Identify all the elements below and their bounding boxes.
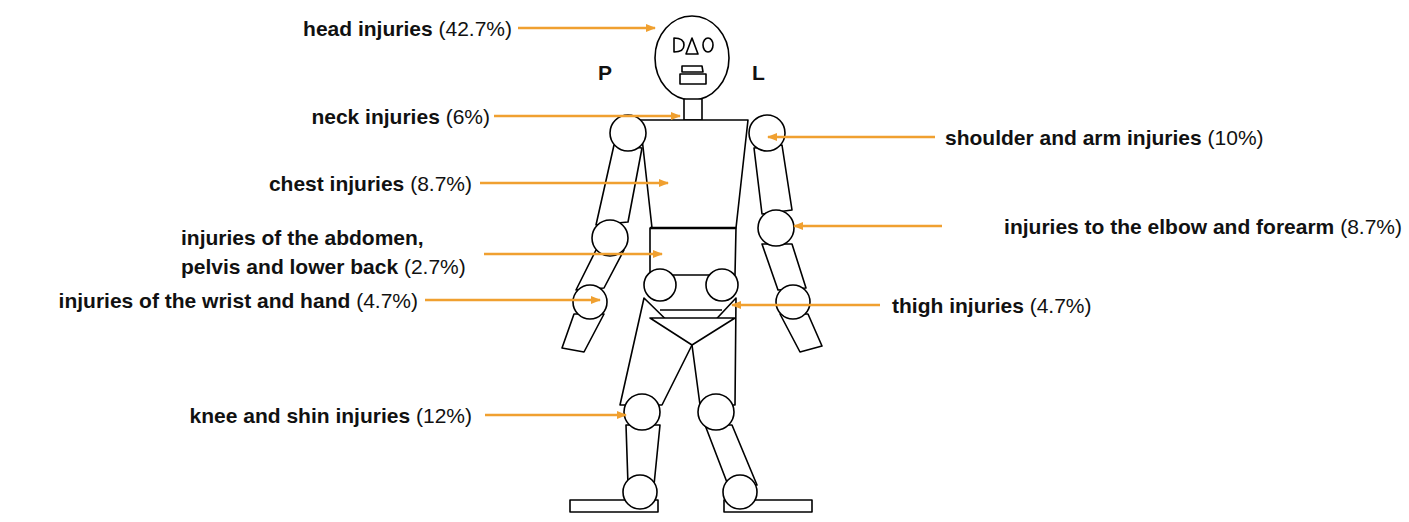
percentage: (8.7%) [1340,215,1402,238]
percentage: (6%) [446,105,490,128]
region-name: shoulder and arm injuries [945,126,1202,149]
percentage: (4.7%) [1030,294,1092,317]
percentage: (10%) [1208,126,1264,149]
percentage: (8.7%) [410,172,472,195]
injury-label: chest injuries (8.7%) [269,169,472,198]
injury-label: P [598,58,612,87]
leader-arrow [768,136,935,138]
leader-arrow [484,253,662,255]
region-name: injuries of the abdomen, pelvis and lowe… [181,226,424,278]
injury-label: injuries to the elbow and forearm (8.7%) [1004,212,1402,241]
injury-label: shoulder and arm injuries (10%) [945,123,1264,152]
leader-arrow [794,225,942,227]
percentage: (2.7%) [404,255,466,278]
leader-arrow [732,304,880,306]
injury-label: neck injuries (6%) [311,102,490,131]
percentage: (12%) [416,404,472,427]
leader-arrow [425,299,600,301]
injury-label: injuries of the wrist and hand (4.7%) [59,286,418,315]
leader-arrow [494,115,680,117]
injury-label: thigh injuries (4.7%) [892,291,1092,320]
injury-label: L [752,58,765,87]
injury-label: injuries of the abdomen, pelvis and lowe… [181,223,473,281]
region-name: thigh injuries [892,294,1024,317]
region-name: head injuries [303,17,433,40]
region-name: P [598,61,612,84]
region-name: knee and shin injuries [190,404,411,427]
injury-label: head injuries (42.7%) [303,14,512,43]
region-name: injuries of the wrist and hand [59,289,351,312]
region-name: chest injuries [269,172,404,195]
percentage: (4.7%) [356,289,418,312]
percentage: (42.7%) [438,17,512,40]
leader-arrow [518,27,655,29]
injury-label: knee and shin injuries (12%) [190,401,472,430]
region-name: L [752,61,765,84]
region-name: neck injuries [311,105,439,128]
region-name: injuries to the elbow and forearm [1004,215,1334,238]
leader-arrow [480,182,668,184]
leader-arrow [485,414,626,416]
